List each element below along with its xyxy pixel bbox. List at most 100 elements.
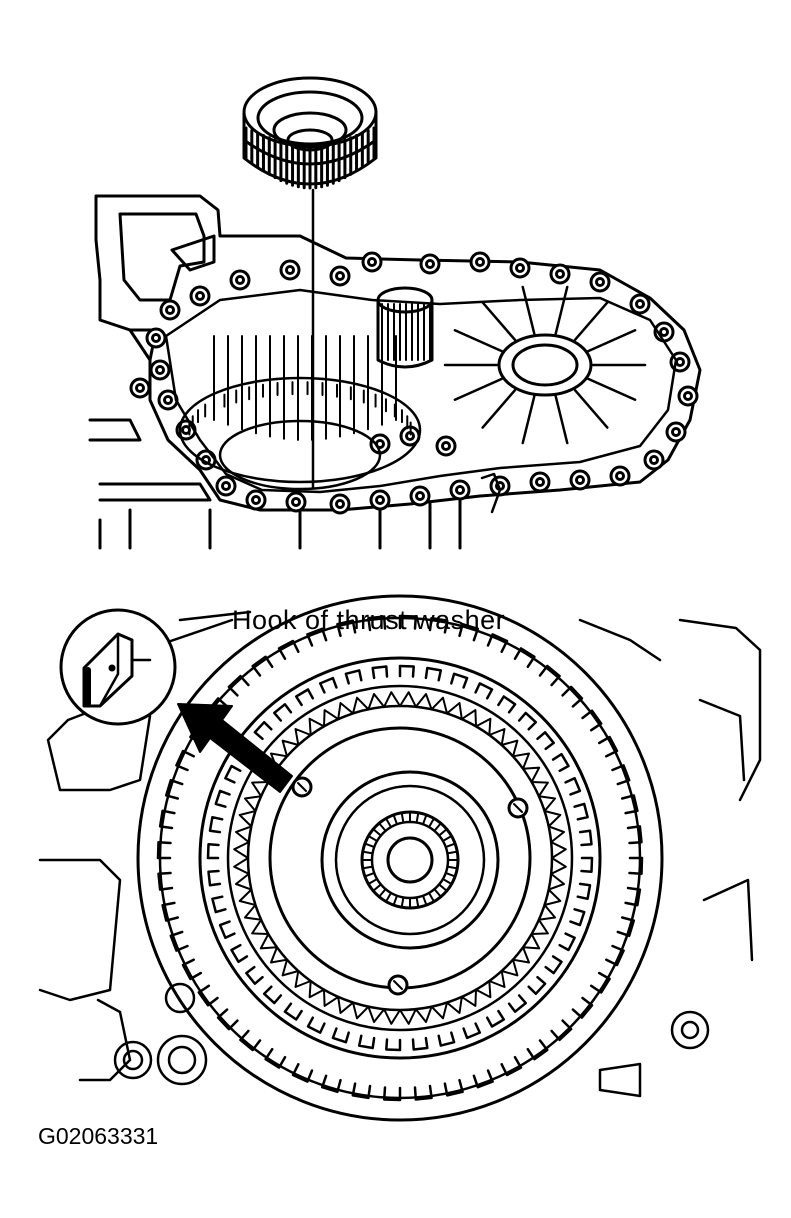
bolt-hole	[135, 383, 145, 393]
housing-rib	[453, 329, 504, 353]
housing-rib	[481, 301, 517, 342]
bolt-hole	[155, 365, 165, 375]
spline-tooth	[361, 865, 374, 870]
bolt-boss	[329, 265, 351, 287]
bolt-hole	[475, 257, 485, 267]
bolt-hole	[635, 299, 645, 309]
spline-tooth	[446, 850, 459, 855]
housing-rib	[573, 301, 609, 342]
bolt-boss	[229, 269, 251, 291]
bolt-hole	[335, 499, 345, 509]
gear-teeth-top	[244, 126, 376, 190]
spline-tooth	[444, 871, 457, 878]
bolt-hole	[291, 497, 301, 507]
crenel-path	[156, 614, 644, 1102]
bolt-hole	[595, 277, 605, 287]
thrust-washer-hook	[291, 776, 313, 798]
bolt-boss	[529, 471, 551, 493]
housing-rib	[521, 285, 536, 336]
spline-tooth	[446, 865, 459, 870]
bolt-boss	[419, 253, 441, 275]
crenel-path	[206, 664, 594, 1052]
bolt-hole	[165, 305, 175, 315]
ring-teeth-path	[233, 691, 567, 1025]
bolt-hole	[163, 395, 173, 405]
housing-rib	[453, 377, 504, 401]
bolt-boss	[361, 251, 383, 273]
bolt-boss	[149, 359, 171, 381]
bolt-boss	[279, 259, 301, 281]
bolt-hole	[649, 455, 659, 465]
spline-shaft	[381, 303, 431, 361]
spline-tooth	[421, 894, 428, 907]
bolt-hole	[659, 327, 669, 337]
spline-tooth	[363, 871, 376, 878]
bolt-hole	[515, 263, 525, 273]
spline-tooth	[428, 891, 435, 903]
bolt-hole	[335, 271, 345, 281]
spline-tooth	[392, 813, 399, 826]
bolt-hole	[455, 485, 465, 495]
bolt-boss	[469, 251, 491, 273]
bolt-hole	[375, 495, 385, 505]
bolt-boss	[435, 435, 457, 457]
bolt-boss	[145, 327, 167, 349]
case-bolt-bosses	[129, 251, 699, 515]
bolt-boss	[245, 489, 267, 511]
bolt-hole	[195, 291, 205, 301]
bolt-boss	[369, 489, 391, 511]
pointer-arrow	[177, 703, 293, 793]
bolt-boss	[129, 377, 151, 399]
bolt-boss	[609, 465, 631, 487]
spline-tooth	[361, 850, 374, 855]
bolt-hole	[367, 257, 377, 267]
bolt-hole	[425, 259, 435, 269]
bolt-hole	[285, 265, 295, 275]
callout-label: Hook of thrust washer	[232, 605, 506, 635]
thrust-washer-hook-2	[507, 797, 529, 819]
bolt-boss	[589, 271, 611, 293]
bolt-hole	[671, 427, 681, 437]
top-figure	[88, 76, 702, 550]
housing-ribs	[443, 285, 647, 445]
housing-rib	[586, 329, 637, 353]
housing-rib	[586, 377, 637, 401]
housing-rib	[481, 388, 517, 429]
spline-tooth	[385, 817, 392, 829]
housing-rib	[521, 394, 536, 445]
ring-gear-teeth	[233, 691, 567, 1025]
spline-tooth	[438, 828, 448, 837]
bolt-hole	[615, 471, 625, 481]
spline-tooth	[444, 842, 457, 849]
bolt-hole	[151, 333, 161, 343]
housing-rib	[554, 394, 569, 445]
spline-tooth	[433, 822, 442, 832]
bolt-boss	[189, 285, 211, 307]
bolt-hole	[251, 495, 261, 505]
spline-tooth	[441, 835, 453, 842]
spline-tooth	[367, 878, 379, 885]
spline-tooth	[372, 883, 382, 892]
bolt-hole	[235, 275, 245, 285]
thrust-washer-hook-3	[387, 974, 409, 996]
center-spline	[361, 811, 459, 909]
bolt-hole	[415, 491, 425, 501]
spline-tooth	[438, 883, 448, 892]
bolt-boss	[449, 479, 471, 501]
bolt-hole	[683, 391, 693, 401]
clutch-plate-teeth	[156, 614, 644, 1102]
spline-tooth	[441, 878, 453, 885]
spline-tooth	[433, 888, 442, 898]
spline-tooth	[363, 842, 376, 849]
spline-tooth	[367, 835, 379, 842]
spline-tooth	[415, 896, 420, 909]
bolt-boss	[677, 385, 699, 407]
bolt-boss	[409, 485, 431, 507]
spline-tooth	[378, 822, 387, 832]
spline-tooth	[378, 888, 387, 898]
spline-tooth	[385, 891, 392, 903]
bolt-boss	[569, 469, 591, 491]
bolt-boss	[285, 491, 307, 513]
